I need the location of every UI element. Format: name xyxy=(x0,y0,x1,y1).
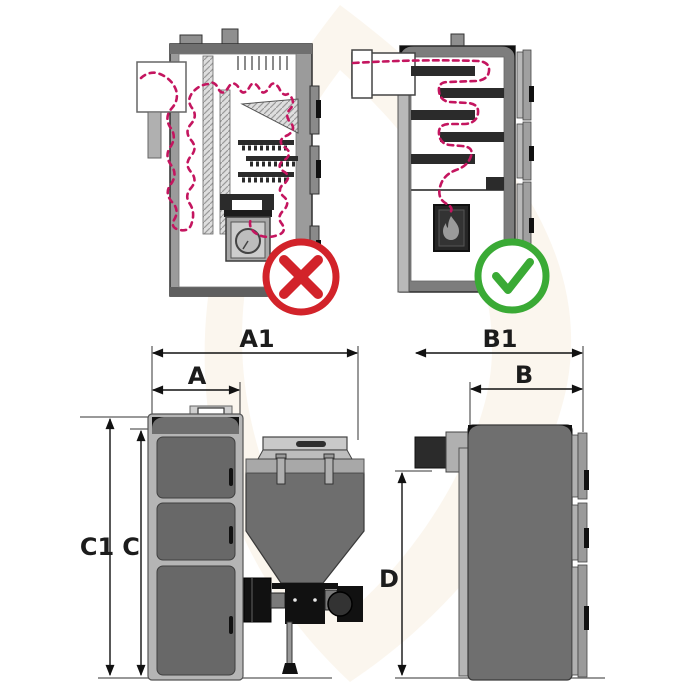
hopper-lid-handle xyxy=(296,441,326,447)
dimension-label-b1: B1 xyxy=(483,325,518,353)
dimension-label-a: A xyxy=(188,362,207,390)
correct-boiler-cross-section xyxy=(351,33,550,314)
side-view-drawing: B1 B D xyxy=(379,325,605,681)
correct-flue-gas-path xyxy=(351,59,491,215)
support-foot xyxy=(282,663,298,674)
dimension-label-c1: C1 xyxy=(80,533,114,561)
boiler-front-body xyxy=(147,413,244,681)
cross-icon xyxy=(262,238,340,316)
auger-burner-assembly xyxy=(243,577,363,674)
wrong-burner xyxy=(224,210,272,262)
front-view-drawing: A1 A C1 C xyxy=(80,325,365,681)
flame-icon xyxy=(443,216,459,240)
correct-baffles xyxy=(411,66,504,164)
dimension-label-d: D xyxy=(379,565,399,593)
front-door-top xyxy=(156,436,236,499)
correct-burner xyxy=(433,204,470,252)
front-door-bottom xyxy=(156,565,236,676)
wrong-boiler-cross-section xyxy=(136,28,340,316)
side-door-strips xyxy=(571,432,589,678)
auger-motor xyxy=(327,591,353,617)
comb-baffles xyxy=(220,140,298,210)
dimension-label-c: C xyxy=(122,533,140,561)
pellet-hopper xyxy=(245,436,365,584)
front-door-middle xyxy=(156,502,236,561)
wrong-flue-outlet xyxy=(136,61,187,159)
top-fins xyxy=(237,56,288,70)
wrong-flue-gas-path xyxy=(139,71,295,239)
boiler-side-body xyxy=(458,424,589,681)
dimension-label-a1: A1 xyxy=(239,325,274,353)
correct-side-doors xyxy=(516,49,534,291)
check-icon xyxy=(474,238,550,314)
correct-flue-outlet xyxy=(351,49,416,99)
dimension-label-b: B xyxy=(515,361,533,389)
